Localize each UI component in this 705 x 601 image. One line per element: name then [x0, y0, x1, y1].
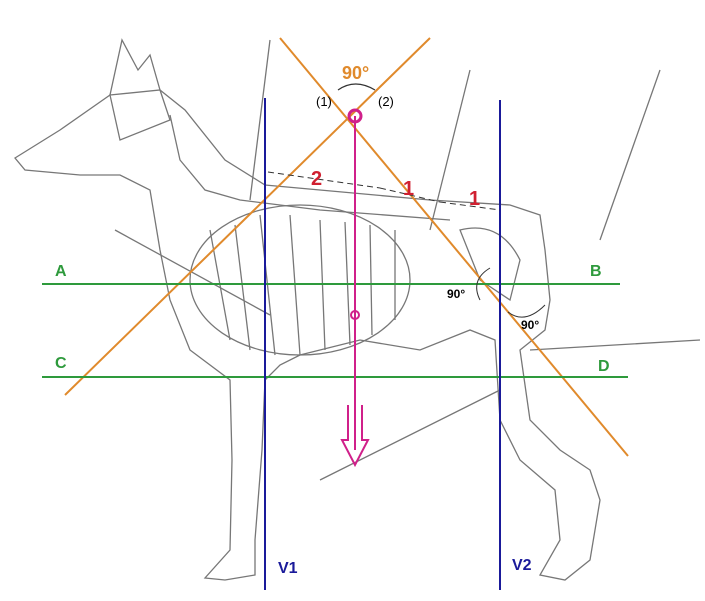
hip-angle-arc: [476, 267, 491, 301]
ratio-mid-label: 1: [403, 178, 415, 200]
label-D: D: [598, 358, 610, 375]
line-2-label: (2): [378, 94, 394, 109]
angle-arc: [337, 83, 376, 91]
label-B: B: [590, 263, 602, 280]
label-V2: V2: [512, 557, 532, 574]
ratio-front-label: 2: [311, 168, 323, 190]
orange-line-1: [279, 37, 629, 457]
line-1-label: (1): [316, 94, 332, 109]
stifle-angle-label: 90°: [521, 318, 540, 332]
center-of-gravity-line: [340, 108, 370, 468]
label-A: A: [55, 263, 67, 280]
angle-top-label: 90°: [342, 63, 370, 83]
label-C: C: [55, 355, 67, 372]
stifle-angle-arc: [507, 304, 546, 318]
orange-line-2: [64, 37, 431, 396]
label-V1: V1: [278, 560, 298, 577]
spine-dimensions: [267, 171, 501, 211]
ratio-back-label: 1: [469, 188, 481, 210]
dog-sketch: [14, 38, 701, 581]
hip-angle-label: 90°: [447, 287, 466, 301]
